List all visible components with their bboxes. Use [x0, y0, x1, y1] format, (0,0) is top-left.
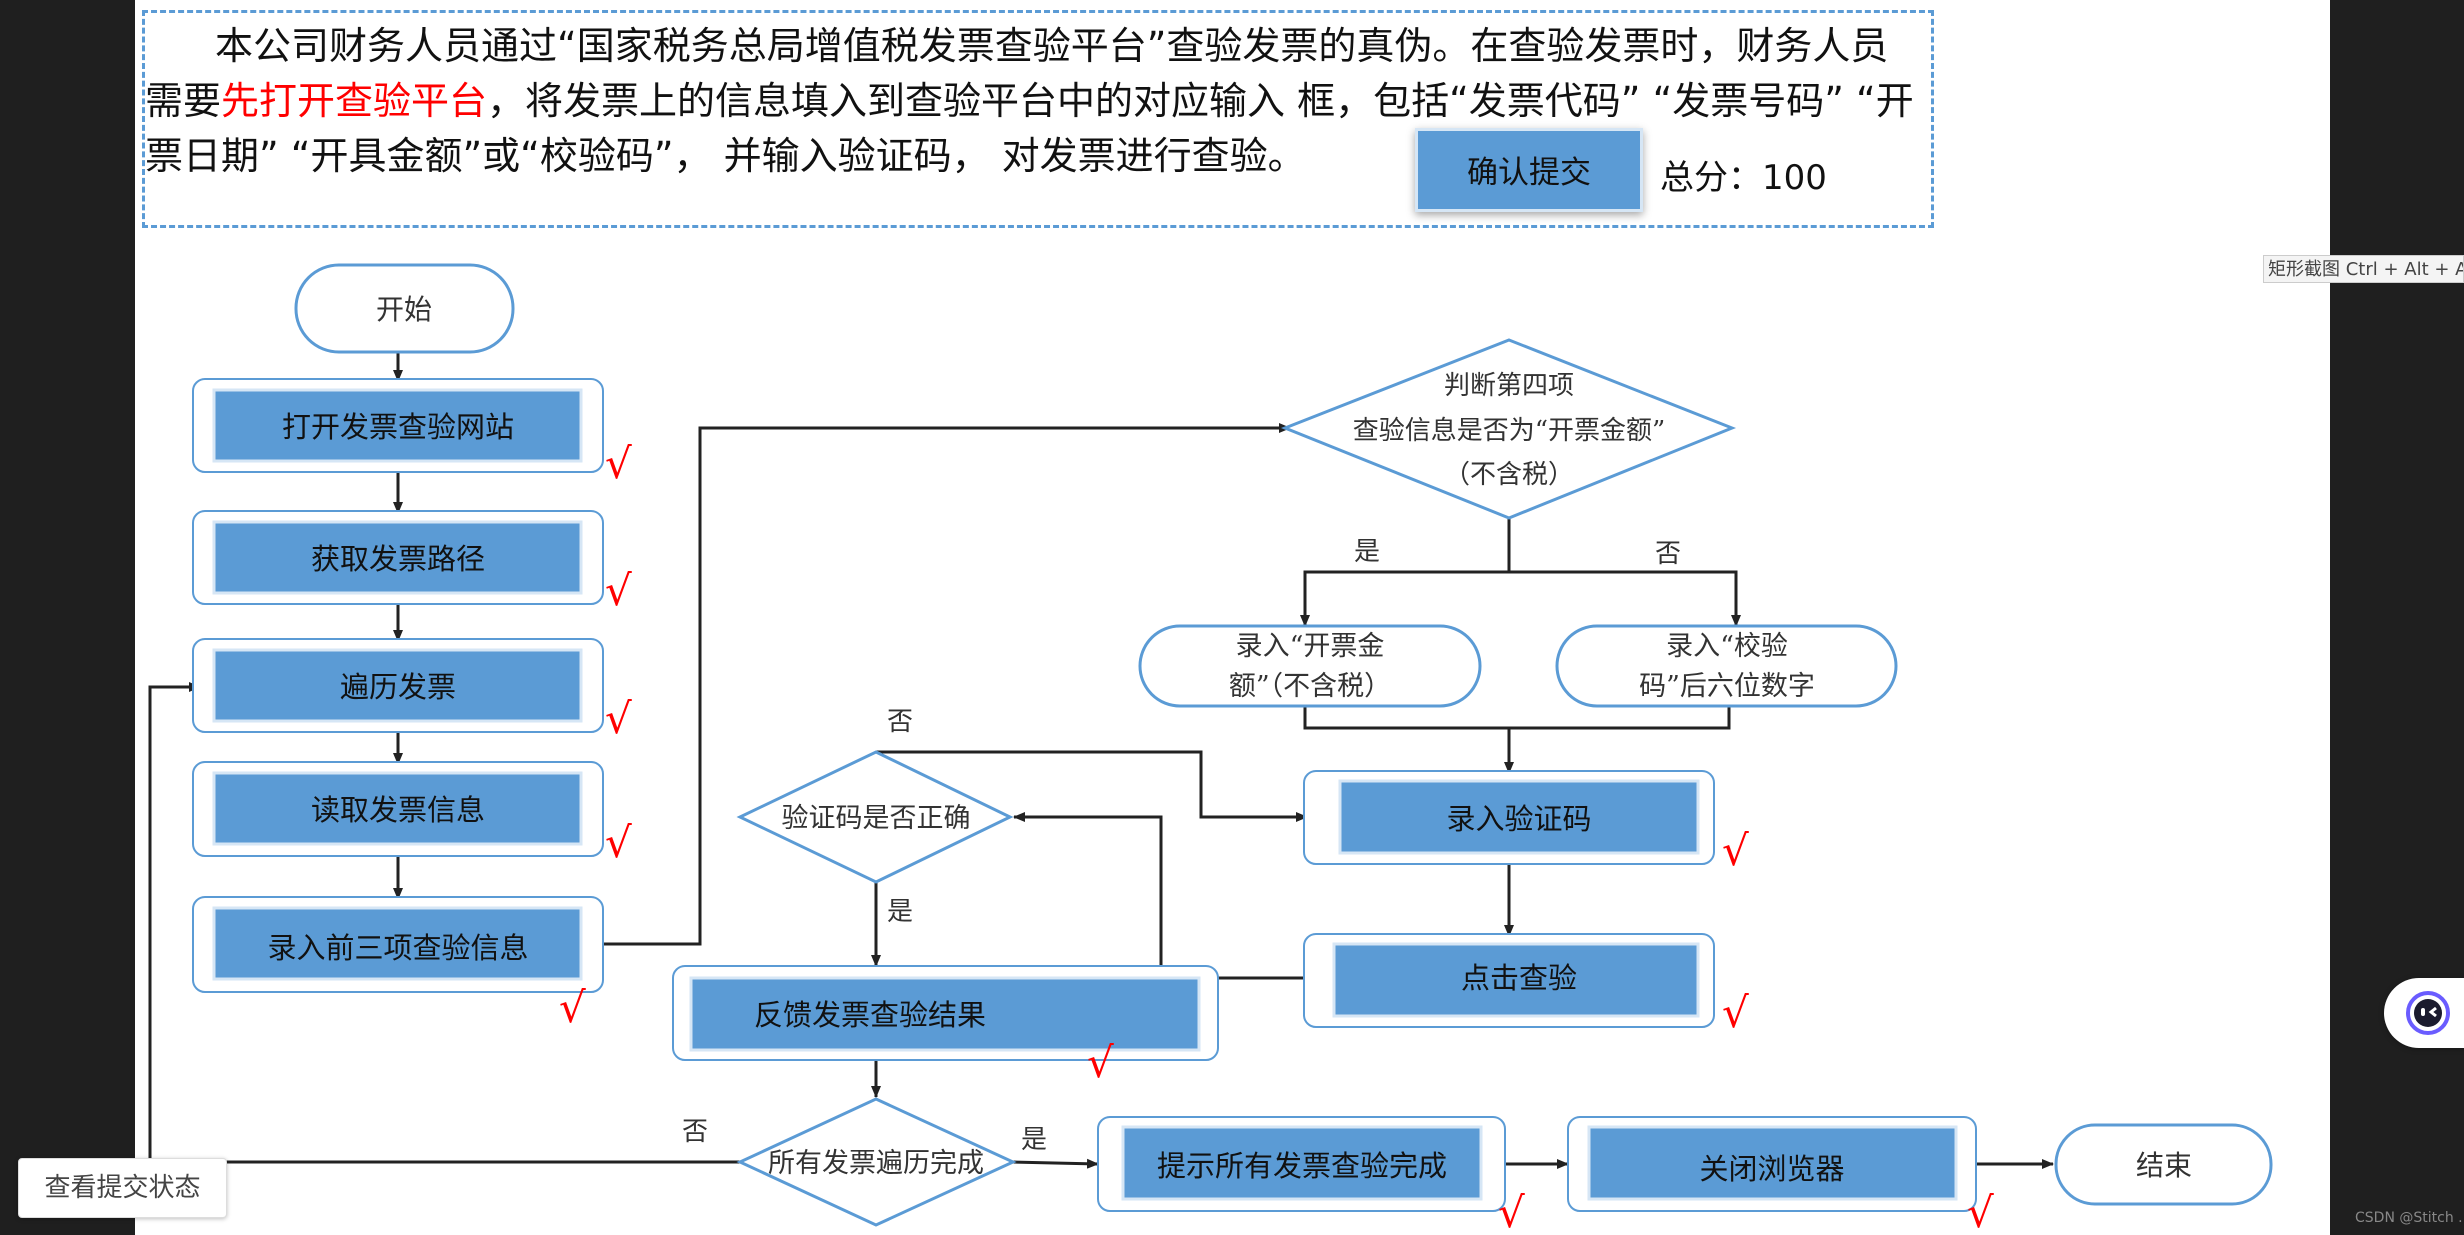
connectors: [148, 352, 2054, 1169]
task-text-highlight: 先打开查验平台: [221, 79, 488, 123]
node-enter-check-line2: 码”后六位数字: [1639, 671, 1815, 702]
label-alldone-no: 否: [682, 1117, 708, 1147]
decision-captcha-label: 验证码是否正确: [782, 803, 971, 834]
edge-click-captchadecision: [1013, 812, 1304, 980]
edge-labels: 是 否 否 是 否 是: [682, 537, 1681, 1155]
node-enter-check-code: 录入“校验 码”后六位数字: [1555, 624, 1898, 708]
node-enter-amount-line1: 录入“开票金: [1236, 631, 1385, 662]
node-enter-first-three-label: 录入前三项查验信息: [267, 931, 528, 965]
node-click-check-label: 点击查验: [1461, 961, 1577, 995]
check-mark-icon: √: [1722, 826, 1749, 875]
node-enter-captcha-label: 录入验证码: [1446, 802, 1591, 836]
node-open-site-label: 打开发票查验网站: [282, 410, 514, 444]
node-close-browser: 关闭浏览器: [1567, 1116, 1977, 1212]
node-prompt-done: 提示所有发票查验完成: [1097, 1116, 1506, 1212]
start-node: 开始: [294, 263, 515, 354]
edge-captcha-no: [876, 750, 1308, 822]
credit-watermark: CSDN @Stitch .: [2355, 1210, 2463, 1226]
node-read-info: 读取发票信息: [192, 761, 604, 857]
decision-fourth-line1: 判断第四项: [1444, 371, 1574, 401]
node-enter-check-line1: 录入“校验: [1666, 631, 1788, 662]
check-marks: √ √ √ √ √ √ √ √ √ √: [559, 439, 1994, 1235]
start-label: 开始: [376, 293, 432, 326]
check-mark-icon: √: [605, 566, 632, 615]
edge-check-merge: [1509, 706, 1731, 730]
right-dark-border: [2330, 0, 2464, 1235]
screenshot-shortcut-tip: 矩形截图 Ctrl + Alt + A: [2263, 255, 2464, 283]
label-alldone-yes: 是: [1021, 1125, 1047, 1155]
node-get-path-label: 获取发票路径: [311, 542, 485, 576]
label-fourth-no: 否: [1655, 539, 1681, 569]
node-open-site: 打开发票查验网站: [192, 378, 604, 473]
decision-captcha: 验证码是否正确: [736, 750, 1014, 884]
submit-button[interactable]: 确认提交: [1415, 128, 1643, 212]
decision-all-done-label: 所有发票遍历完成: [768, 1148, 984, 1179]
node-click-check: 点击查验: [1303, 933, 1715, 1028]
label-captcha-yes: 是: [887, 897, 913, 927]
edge-decision-no: [1509, 570, 1741, 627]
node-enter-captcha: 录入验证码: [1303, 770, 1715, 865]
end-node: 结束: [2054, 1123, 2273, 1206]
view-submit-status-button[interactable]: 查看提交状态: [18, 1158, 227, 1218]
node-enter-amount-line2: 额”（不含税）: [1229, 671, 1391, 702]
task-description: 本公司财务人员通过“国家税务总局增值税发票查验平台”查验发票的真伪。在查验发票时…: [145, 19, 1925, 184]
edge-decision-yes: [1300, 518, 1511, 627]
edge-alldone-yes: [1012, 1158, 1099, 1169]
content-canvas: 本公司财务人员通过“国家税务总局增值税发票查验平台”查验发票的真伪。在查验发票时…: [135, 0, 2330, 1235]
node-close-browser-label: 关闭浏览器: [1699, 1152, 1844, 1186]
node-feedback-label: 反馈发票查验结果: [754, 998, 986, 1032]
task-text-part2: ，将发票上的信息填入到查验平台中的对应输入 框，包括“发票代码” “发票号码” …: [145, 79, 1914, 178]
task-description-box: 本公司财务人员通过“国家税务总局增值税发票查验平台”查验发票的真伪。在查验发票时…: [142, 10, 1934, 228]
node-read-info-label: 读取发票信息: [311, 793, 485, 827]
edge-amount-merge: [1303, 706, 1509, 730]
node-get-path: 获取发票路径: [192, 510, 604, 605]
edge-alldone-no: [148, 682, 740, 1164]
check-mark-icon: √: [605, 694, 632, 743]
task-text-part1: 本公司财务人员通过“国家税务总局增值税发票查验平台”查验发票的真伪。在查验发票时…: [145, 24, 1889, 123]
check-mark-icon: √: [1722, 988, 1749, 1037]
node-prompt-done-label: 提示所有发票查验完成: [1157, 1149, 1447, 1183]
check-mark-icon: √: [1498, 1188, 1525, 1235]
check-mark-icon: √: [559, 983, 586, 1032]
assistant-float-button[interactable]: [2384, 978, 2464, 1048]
check-mark-icon: √: [1967, 1188, 1994, 1235]
edge-enter-decision: [603, 423, 1291, 946]
decision-fourth-line2: 查验信息是否为“开票金额”: [1353, 416, 1666, 446]
end-label: 结束: [2136, 1149, 2192, 1182]
check-mark-icon: √: [1087, 1038, 1114, 1087]
node-enter-first-three: 录入前三项查验信息: [192, 896, 604, 993]
node-enter-amount: 录入“开票金 额”（不含税）: [1138, 624, 1482, 708]
decision-fourth-line3: （不含税）: [1444, 460, 1574, 490]
assistant-icon: [2406, 991, 2450, 1035]
label-captcha-no: 否: [887, 707, 913, 737]
node-feedback: 反馈发票查验结果: [672, 965, 1219, 1061]
label-fourth-yes: 是: [1354, 537, 1380, 567]
check-mark-icon: √: [605, 818, 632, 867]
flowchart: 开始 结束 打开发票查验网站 获取发票路径 遍历发票 读取发票信息: [148, 263, 2273, 1235]
total-score: 总分：100: [1660, 158, 1827, 198]
decision-fourth-item: 判断第四项 查验信息是否为“开票金额” （不含税）: [1280, 338, 1737, 520]
node-traverse: 遍历发票: [192, 638, 604, 733]
check-mark-icon: √: [605, 439, 632, 488]
left-dark-border: [0, 0, 135, 1235]
node-traverse-label: 遍历发票: [340, 670, 456, 704]
decision-all-done: 所有发票遍历完成: [736, 1097, 1017, 1227]
